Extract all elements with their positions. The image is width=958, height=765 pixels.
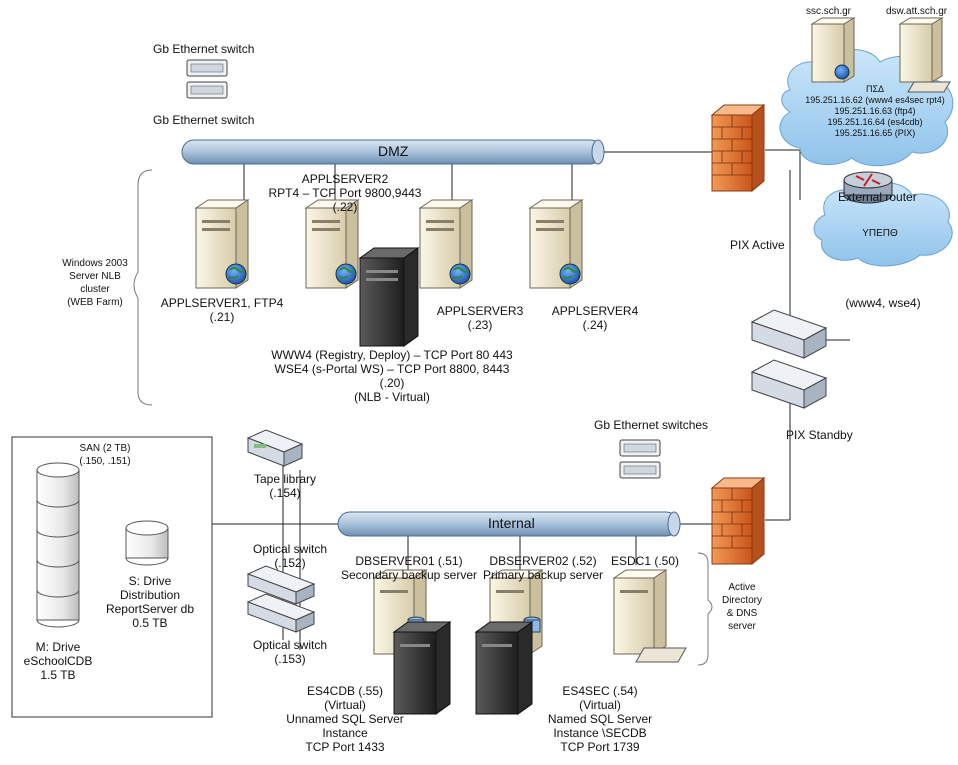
external-router-icon <box>843 171 893 204</box>
applserver2-name: APPLSERVER2 <box>301 172 389 186</box>
pix-standby-label: PIX Standby <box>786 428 853 442</box>
gb-switches-internal-label: Gb Ethernet switches <box>594 418 709 432</box>
applserver1-ip: (.21) <box>209 310 235 324</box>
nlb-cluster-bracket <box>133 169 153 406</box>
es4cdb-virtual-server-icon <box>392 621 452 715</box>
es4cdb-line5: TCP Port 1433 <box>305 740 385 754</box>
ad-dns-line2: Directory <box>721 595 762 606</box>
es4cdb-line2: (Virtual) <box>324 698 366 712</box>
optical-switch-1-name: Optical switch <box>252 542 328 556</box>
nlb-virtual-line3: (.20) <box>379 376 405 390</box>
s-drive-line2: Distribution <box>119 588 181 602</box>
dbserver02-role: Primary backup server <box>482 568 604 582</box>
applserver2-ip: (.22) <box>332 200 358 214</box>
es4cdb-line4: Instance <box>322 726 368 740</box>
applserver3-name: APPLSERVER3 <box>436 304 524 318</box>
pix-standby-device-icon <box>750 359 828 409</box>
external-router-label: External router <box>838 190 917 204</box>
cloud-ip-1: 195.251.16.62 (www4 es4sec rpt4) <box>805 95 945 105</box>
s-drive-line4: 0.5 TB <box>132 616 168 630</box>
es4sec-line3: Named SQL Server <box>547 712 653 726</box>
optical-switch-2-ip: (.153) <box>274 652 306 666</box>
m-drive-disk-stack-icon <box>36 462 80 628</box>
s-drive-disk-icon <box>125 520 169 566</box>
es4sec-virtual-server-icon <box>474 621 534 715</box>
ad-dns-line4: server <box>728 621 756 632</box>
dmz-bus-label: DMZ <box>378 143 409 159</box>
router-cloud-label: ΥΠΕΠΘ <box>862 228 898 239</box>
applserver4-ip: (.24) <box>582 318 608 332</box>
pix-active-device-icon <box>750 309 828 359</box>
cloud-title: ΠΣΔ <box>865 84 885 94</box>
nlb-virtual-line1: WWW4 (Registry, Deploy) – TCP Port 80 44… <box>271 348 513 362</box>
applserver3-ip: (.23) <box>467 318 493 332</box>
ad-dns-line1: Active <box>728 582 756 593</box>
es4sec-line4: Instance \SECDB <box>553 726 647 740</box>
nlb-virtual-server-icon <box>358 247 420 347</box>
es4sec-line2: (Virtual) <box>579 698 621 712</box>
optical-switch-2-name: Optical switch <box>252 638 328 652</box>
m-drive-line3: 1.5 TB <box>40 668 76 682</box>
nlb-cluster-line2: Server NLB <box>69 271 121 282</box>
nlb-cluster-line1: Windows 2003 <box>62 258 128 269</box>
nlb-cluster-line3: cluster <box>80 284 110 295</box>
es4cdb-line1: ES4CDB (.55) <box>306 684 384 698</box>
dmz-bus <box>181 139 605 165</box>
san-title: SAN (2 TB) <box>79 443 131 454</box>
optical-switch-2-icon <box>246 593 316 633</box>
nlb-cluster-line4: (WEB Farm) <box>67 297 123 308</box>
applserver1-name: APPLSERVER1, FTP4 <box>160 296 284 310</box>
applserver3-server-icon <box>418 199 474 289</box>
optical-switch-1-icon <box>246 565 316 605</box>
m-drive-line1: M: Drive <box>35 640 81 654</box>
gb-switch-top-label: Gb Ethernet switch <box>153 42 255 56</box>
esdc1-name: ESDC1 (.50) <box>610 554 680 568</box>
applserver1-server-icon <box>194 199 250 289</box>
applserver4-name: APPLSERVER4 <box>551 304 639 318</box>
ssc-server-icon <box>810 17 856 83</box>
es4sec-line5: TCP Port 1739 <box>560 740 640 754</box>
s-drive-line1: S: Drive <box>128 574 172 588</box>
firewall-top-icon <box>710 103 766 193</box>
dbserver02-name: DBSERVER02 (.52) <box>489 554 597 568</box>
applserver2-server-icon <box>304 199 360 289</box>
firewall-bottom-icon <box>710 476 766 566</box>
optical-switch-1-ip: (.152) <box>274 556 306 570</box>
tape-library-name: Tape library <box>253 472 317 486</box>
es4cdb-line3: Unnamed SQL Server <box>286 712 404 726</box>
applserver2-port: RPT4 – TCP Port 9800,9443 <box>268 186 422 200</box>
nlb-virtual-line2: WSE4 (s-Portal WS) – TCP Port 8800, 8443 <box>274 362 510 376</box>
esdc1-server-icon <box>612 569 687 663</box>
ad-bracket <box>697 552 713 666</box>
cloud-ip-3: 195.251.16.64 (es4cdb) <box>827 117 923 127</box>
s-drive-line3: ReportServer db <box>105 602 195 616</box>
dsw-label: dsw.att.sch.gr <box>886 6 948 17</box>
pix-active-label: PIX Active <box>730 238 785 252</box>
m-drive-line2: eSchoolCDB <box>23 654 93 668</box>
applserver4-server-icon <box>528 199 584 289</box>
ad-dns-line3: & DNS <box>726 608 758 619</box>
nlb-virtual-line4: (NLB - Virtual) <box>354 390 430 404</box>
internal-bus <box>337 511 681 537</box>
san-ips: (.150, .151) <box>79 456 131 467</box>
cloud-below-label: (www4, wse4) <box>845 296 921 310</box>
dsw-server-icon <box>898 17 951 93</box>
gb-switch-icon <box>186 59 228 99</box>
ssc-label: ssc.sch.gr <box>806 6 852 17</box>
tape-library-icon <box>246 429 304 467</box>
cloud-ip-4: 195.251.16.65 (PIX) <box>834 128 916 138</box>
es4sec-line1: ES4SEC (.54) <box>562 684 638 698</box>
internal-bus-label: Internal <box>488 515 535 531</box>
tape-library-ip: (.154) <box>269 486 301 500</box>
gb-switch-bottom-label: Gb Ethernet switch <box>153 113 255 127</box>
cloud-ip-2: 195.251.16.63 (ftp4) <box>834 106 916 116</box>
connection-lines <box>212 149 850 650</box>
dbserver01-role: Secondary backup server <box>340 568 478 582</box>
dbserver01-name: DBSERVER01 (.51) <box>355 554 463 568</box>
gb-switches-icon <box>619 439 661 479</box>
